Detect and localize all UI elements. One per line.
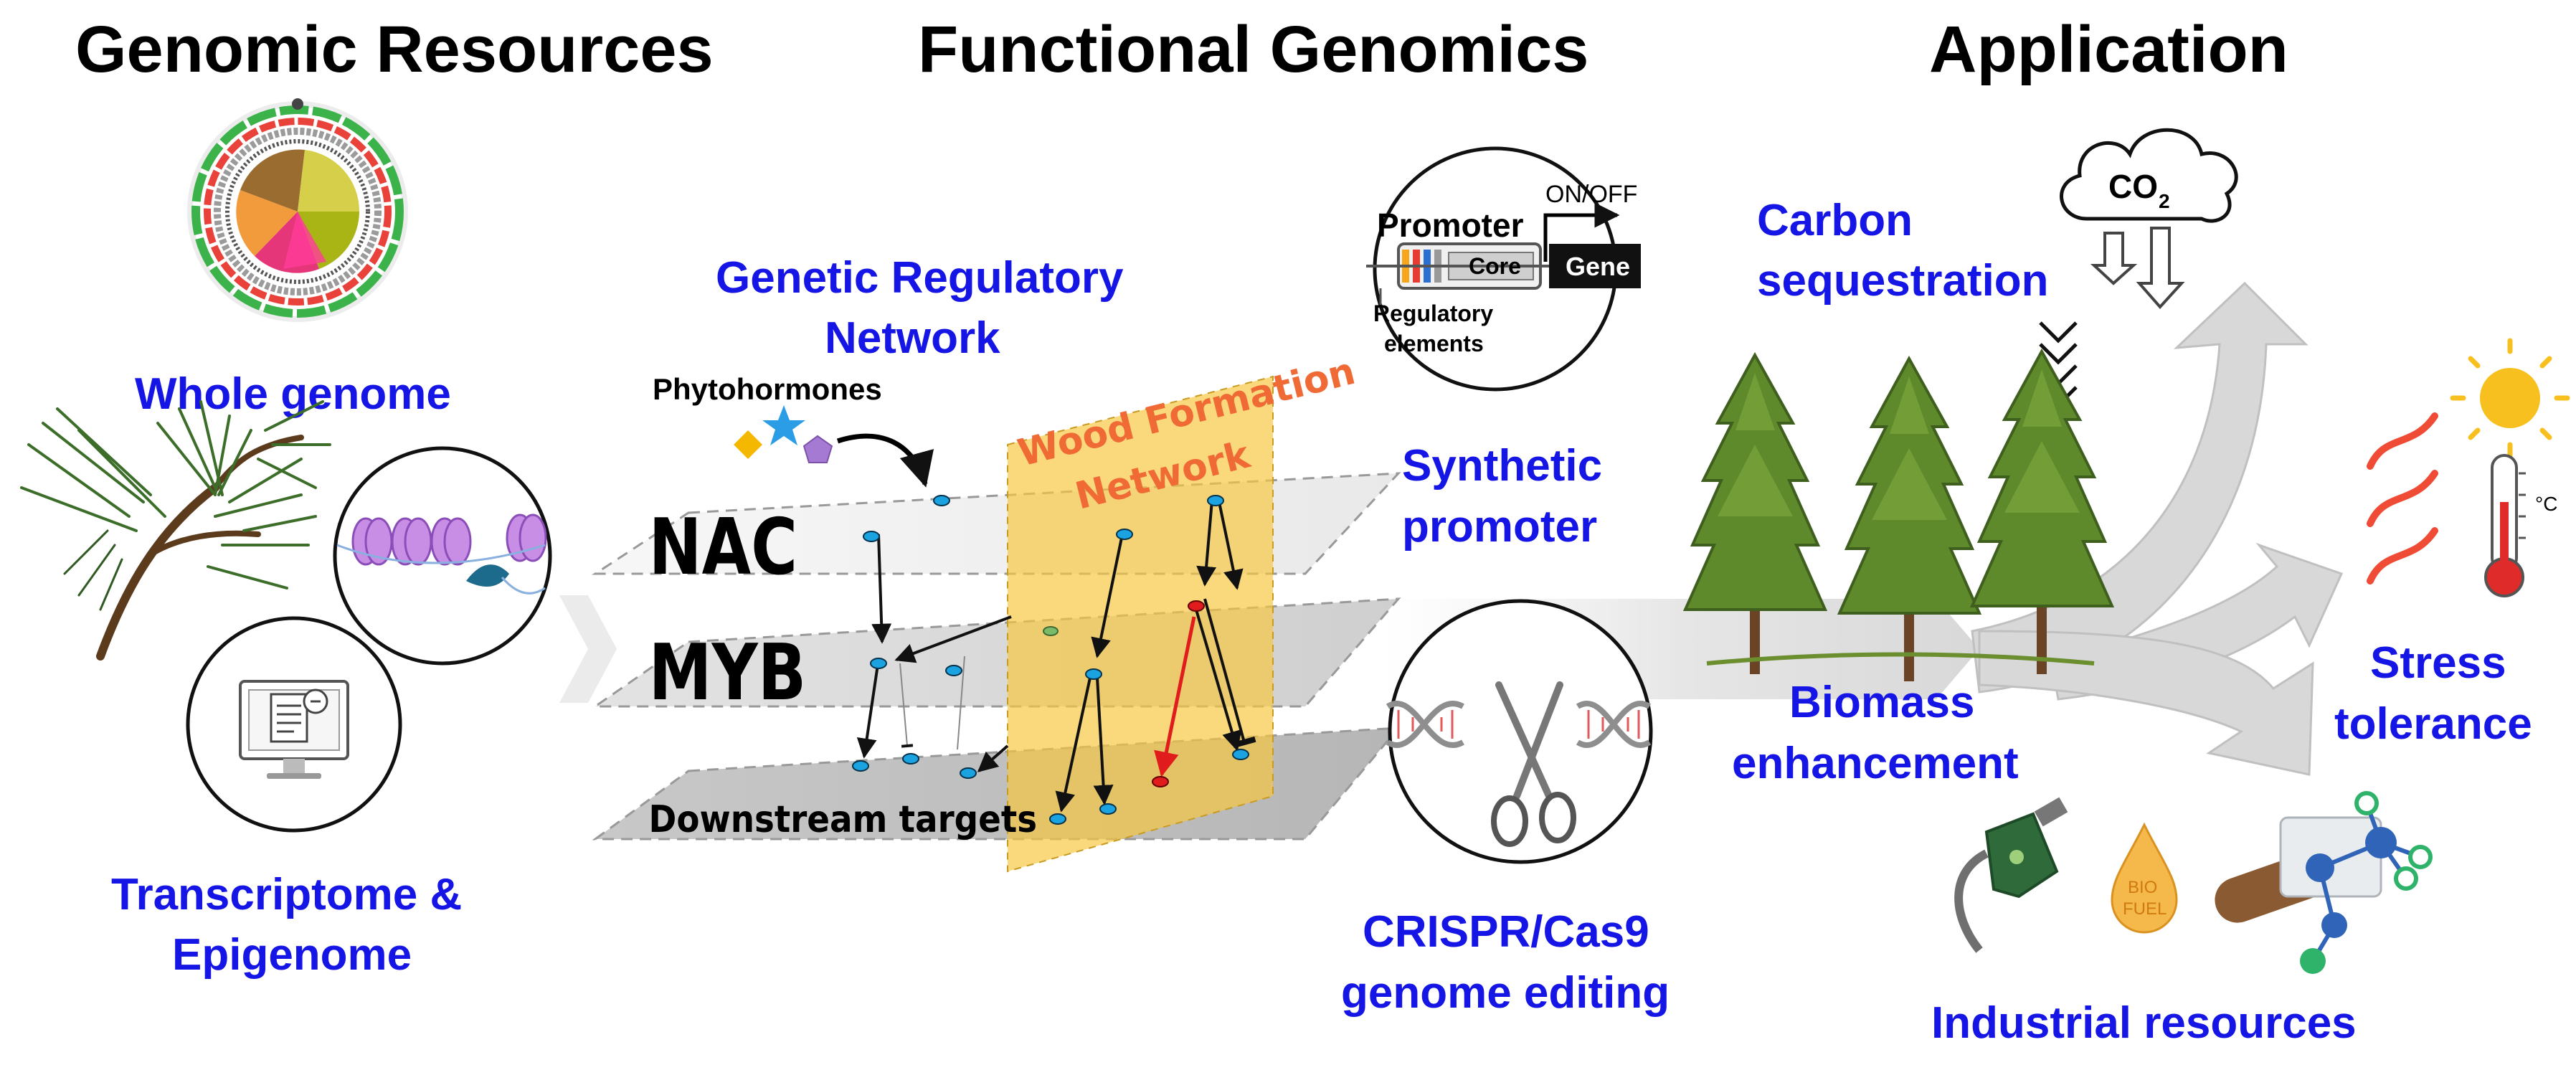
nucleosome-icon — [333, 446, 552, 666]
label-on-off: ON/OFF — [1545, 181, 1637, 208]
label-crispr-line1: CRISPR/Cas9 — [1363, 907, 1649, 957]
phytohormone-icon — [734, 405, 934, 488]
label-transcriptome-line2: Epigenome — [172, 930, 412, 980]
thermometer-icon — [2484, 454, 2526, 597]
label-biomass-line1: Biomass — [1789, 678, 1974, 727]
flow-arrow-left — [559, 595, 617, 703]
label-phytohormones: Phytohormones — [653, 372, 882, 406]
application-arrows — [1971, 281, 2344, 776]
label-layer-myb: MYB — [648, 628, 806, 718]
dna-scissors-icon — [1386, 599, 1653, 864]
circos-genome-icon — [187, 98, 408, 322]
label-co2-subscript: 2 — [2159, 190, 2170, 212]
label-celsius: °C — [2535, 493, 2557, 515]
co2-cloud-icon — [2039, 128, 2238, 408]
network-nodes — [852, 495, 1249, 825]
label-biofuel-line2: FUEL — [2123, 899, 2167, 919]
label-synthetic-line1: Synthetic — [1402, 441, 1602, 491]
pine-branch-icon — [20, 400, 331, 661]
label-biofuel-line1: BIO — [2128, 878, 2157, 897]
label-co2: CO — [2108, 168, 2158, 205]
computer-monitor-icon — [186, 616, 402, 833]
label-layer-downstream: Downstream targets — [649, 797, 1038, 841]
label-whole-genome: Whole genome — [135, 369, 451, 419]
label-industrial-resources: Industrial resources — [1931, 998, 2357, 1048]
promoter-construct-icon — [1366, 146, 1641, 392]
label-core: Core — [1469, 253, 1521, 279]
label-gene: Gene — [1566, 252, 1630, 281]
label-grn-line2: Network — [825, 313, 1000, 363]
label-synthetic-line2: promoter — [1402, 502, 1597, 552]
label-carbon-line1: Carbon — [1757, 196, 1913, 245]
label-regulatory-line2: elements — [1384, 331, 1484, 356]
label-crispr-line2: genome editing — [1341, 968, 1670, 1018]
label-stress-line1: Stress — [2370, 638, 2506, 688]
label-promoter: Promoter — [1377, 207, 1524, 244]
network-edges — [856, 500, 1256, 813]
header-functional-genomics: Functional Genomics — [918, 13, 1588, 86]
molecule-icon — [2279, 791, 2433, 974]
label-transcriptome-line1: Transcriptome & — [111, 870, 462, 919]
label-carbon-line2: sequestration — [1757, 256, 2049, 306]
header-application: Application — [1929, 13, 2288, 86]
fuel-pump-icon — [1954, 797, 2068, 953]
sun-icon — [2450, 338, 2570, 458]
pine-tree-icon — [1682, 348, 2115, 681]
label-layer-nac: NAC — [648, 502, 797, 592]
label-regulatory-line1: Regulatory — [1373, 300, 1493, 326]
label-biomass-line2: enhancement — [1732, 739, 2019, 788]
header-genomic-resources: Genomic Resources — [75, 13, 714, 86]
heat-waves — [2367, 412, 2438, 584]
biofuel-drop-icon — [2111, 822, 2178, 934]
label-stress-line2: tolerance — [2334, 699, 2532, 749]
highlight-edge — [1154, 616, 1196, 777]
label-grn-line1: Genetic Regulatory — [716, 253, 1124, 303]
